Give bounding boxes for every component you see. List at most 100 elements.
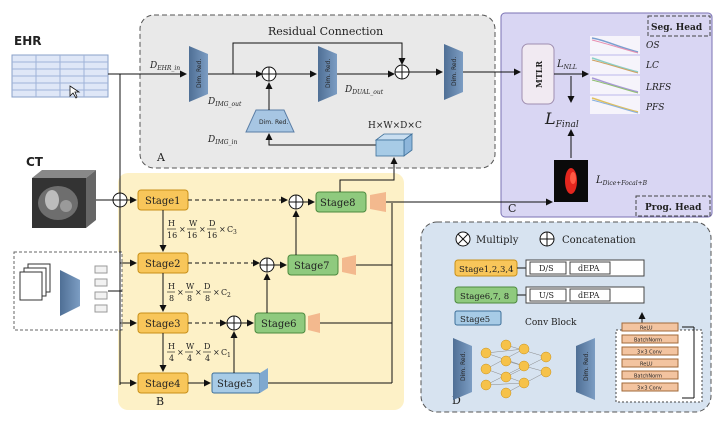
svg-text:16: 16 bbox=[167, 231, 177, 240]
legend-stage-blue bbox=[454, 310, 502, 326]
curve-pfs-label: PFS bbox=[645, 103, 664, 113]
concat-node-b8 bbox=[288, 194, 304, 210]
d-dual-out-label: DDUAL_out bbox=[344, 85, 384, 96]
depa-label-1: dEPA bbox=[578, 264, 600, 273]
hwdc-label: H×W×D×C bbox=[368, 121, 422, 131]
concat-node-b7 bbox=[259, 257, 275, 273]
stage-6-label: Stage6 bbox=[261, 319, 297, 330]
conv-block-label: Conv Block bbox=[525, 318, 577, 328]
svg-text:×: × bbox=[195, 288, 202, 297]
cursor-icon bbox=[69, 85, 81, 99]
mlp-network-icon bbox=[480, 339, 552, 399]
dim-red-concat-trapezoid bbox=[318, 46, 337, 102]
dim-red-img-trapezoid bbox=[245, 109, 295, 133]
dim-red-concat-label: Dim. Red. bbox=[325, 59, 332, 88]
stage-3-label: Stage3 bbox=[145, 319, 181, 330]
panel-b-letter: B bbox=[156, 395, 164, 408]
prog-head-box bbox=[635, 195, 711, 217]
svg-text:4: 4 bbox=[187, 354, 192, 363]
prog-head-label: Prog. Head bbox=[645, 203, 702, 213]
dim-red-dual-label: Dim. Red. bbox=[451, 57, 458, 86]
panel-c-letter: C bbox=[508, 202, 516, 215]
stage-4-label: Stage4 bbox=[145, 379, 181, 390]
svg-text:D: D bbox=[204, 342, 210, 351]
svg-text:2: 2 bbox=[227, 292, 231, 299]
concatenation-label: Concatenation bbox=[562, 235, 636, 246]
ds-label: D/S bbox=[539, 264, 554, 273]
depa-cell-2 bbox=[569, 288, 611, 302]
svg-text:8: 8 bbox=[187, 294, 192, 303]
svg-text:8: 8 bbox=[205, 294, 210, 303]
concat-node-b6 bbox=[226, 315, 242, 331]
svg-text:H: H bbox=[168, 342, 175, 351]
conv-block-layers bbox=[621, 322, 679, 392]
multiply-icon bbox=[455, 231, 471, 247]
d-ehr-in-label: DEHR_in bbox=[149, 61, 180, 72]
svg-text:16: 16 bbox=[187, 231, 197, 240]
panel-d-letter: D bbox=[452, 394, 461, 407]
svg-text:×: × bbox=[213, 348, 220, 357]
stage-8 bbox=[315, 191, 367, 213]
stage-8-label: Stage8 bbox=[320, 198, 356, 209]
stage-5-extrude bbox=[260, 368, 268, 393]
input-slices-icon bbox=[13, 251, 123, 331]
svg-text:×: × bbox=[195, 348, 202, 357]
panel-b-bg bbox=[118, 173, 404, 410]
svg-text:8: 8 bbox=[169, 294, 174, 303]
multiply-label: Multiply bbox=[476, 235, 519, 246]
svg-text:4: 4 bbox=[169, 354, 174, 363]
ct-label: CT bbox=[26, 155, 44, 169]
svg-text:W: W bbox=[189, 219, 198, 228]
svg-text:3: 3 bbox=[233, 229, 237, 236]
svg-text:×: × bbox=[177, 348, 184, 357]
svg-text:W: W bbox=[186, 342, 195, 351]
survival-curve-lrfs bbox=[590, 76, 640, 94]
curve-os-label: OS bbox=[646, 41, 660, 51]
concat-node-a1 bbox=[261, 66, 277, 82]
conv-layer-4: ReLU bbox=[640, 362, 653, 368]
curve-lc-label: LC bbox=[645, 61, 659, 71]
panel-a-bg bbox=[139, 14, 496, 169]
depa-label-2: dEPA bbox=[578, 291, 600, 300]
dim-red-d-right bbox=[576, 338, 595, 400]
svg-text:C: C bbox=[221, 288, 227, 297]
dim-red-dual-trapezoid bbox=[444, 44, 463, 100]
stage-7 bbox=[287, 254, 339, 276]
svg-text:×: × bbox=[179, 225, 186, 234]
survival-curve-os bbox=[590, 36, 640, 54]
feature-cube bbox=[374, 133, 414, 157]
depa-cell-1 bbox=[569, 261, 611, 275]
stage-5-label: Stage5 bbox=[217, 379, 253, 390]
dim-red-d-left bbox=[453, 338, 472, 400]
legend-yellow-label: Stage1,2,3,4 bbox=[459, 265, 514, 275]
svg-text:16: 16 bbox=[207, 231, 217, 240]
legend-green-label: Stage6,7, 8 bbox=[460, 292, 509, 302]
panel-a-letter: A bbox=[156, 151, 166, 164]
segmentation-output-image bbox=[554, 160, 588, 202]
dim-red-img-label: Dim. Red. bbox=[259, 119, 288, 126]
conv-layer-5: BatchNorm bbox=[634, 374, 662, 380]
d-img-in-label: DIMG_in bbox=[207, 135, 237, 146]
svg-text:D: D bbox=[209, 219, 215, 228]
dim-red-ehr-label: Dim. Red. bbox=[196, 59, 203, 88]
svg-text:4: 4 bbox=[205, 354, 210, 363]
svg-text:×: × bbox=[177, 288, 184, 297]
dim-red-ehr-trapezoid bbox=[189, 46, 208, 102]
concat-node-ct bbox=[112, 192, 128, 208]
svg-text:H: H bbox=[168, 219, 175, 228]
ehr-label: EHR bbox=[14, 34, 41, 48]
panel-a-title: Residual Connection bbox=[268, 25, 383, 38]
stage-2-label: Stage2 bbox=[145, 259, 181, 270]
survival-curve-pfs bbox=[590, 96, 640, 114]
stage-7-pad bbox=[342, 255, 356, 275]
ds-cell bbox=[529, 261, 567, 275]
d-img-out-label: DIMG_out bbox=[207, 97, 242, 108]
svg-text:×: × bbox=[219, 225, 226, 234]
svg-text:C: C bbox=[221, 348, 227, 357]
l-nll-label: LNLL bbox=[556, 59, 577, 71]
concat-node-a2 bbox=[394, 64, 410, 80]
svg-text:×: × bbox=[213, 288, 220, 297]
